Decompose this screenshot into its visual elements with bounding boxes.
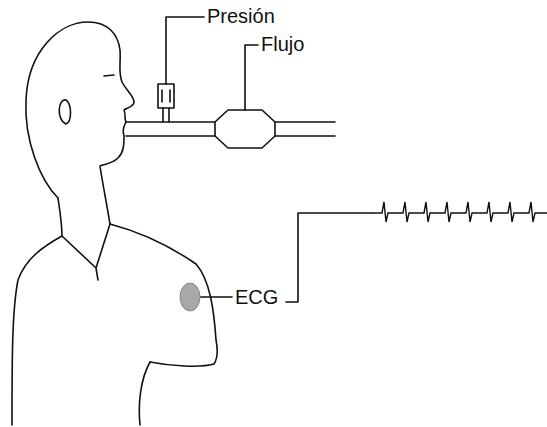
flow-sensor bbox=[215, 110, 275, 148]
part-label: Flujo bbox=[260, 33, 305, 55]
leader-line bbox=[200, 296, 232, 298]
ear bbox=[59, 100, 70, 124]
breathing-tube bbox=[126, 122, 335, 136]
pressure-transducer bbox=[158, 84, 174, 108]
chest-front bbox=[110, 224, 217, 366]
head-outline bbox=[26, 22, 134, 224]
leader-line bbox=[245, 45, 258, 110]
leader-line bbox=[286, 213, 372, 302]
ecg-trace bbox=[372, 202, 547, 222]
collar bbox=[62, 224, 110, 280]
part-label: ECG bbox=[234, 286, 279, 308]
part-label: Presión bbox=[206, 5, 276, 27]
eye bbox=[104, 75, 114, 76]
transducer-detail bbox=[162, 90, 170, 102]
leader-line bbox=[166, 17, 204, 84]
arm-line bbox=[139, 362, 150, 425]
pressure-port bbox=[163, 108, 169, 122]
torso-outline bbox=[12, 198, 62, 425]
ecg-electrode bbox=[180, 283, 200, 311]
